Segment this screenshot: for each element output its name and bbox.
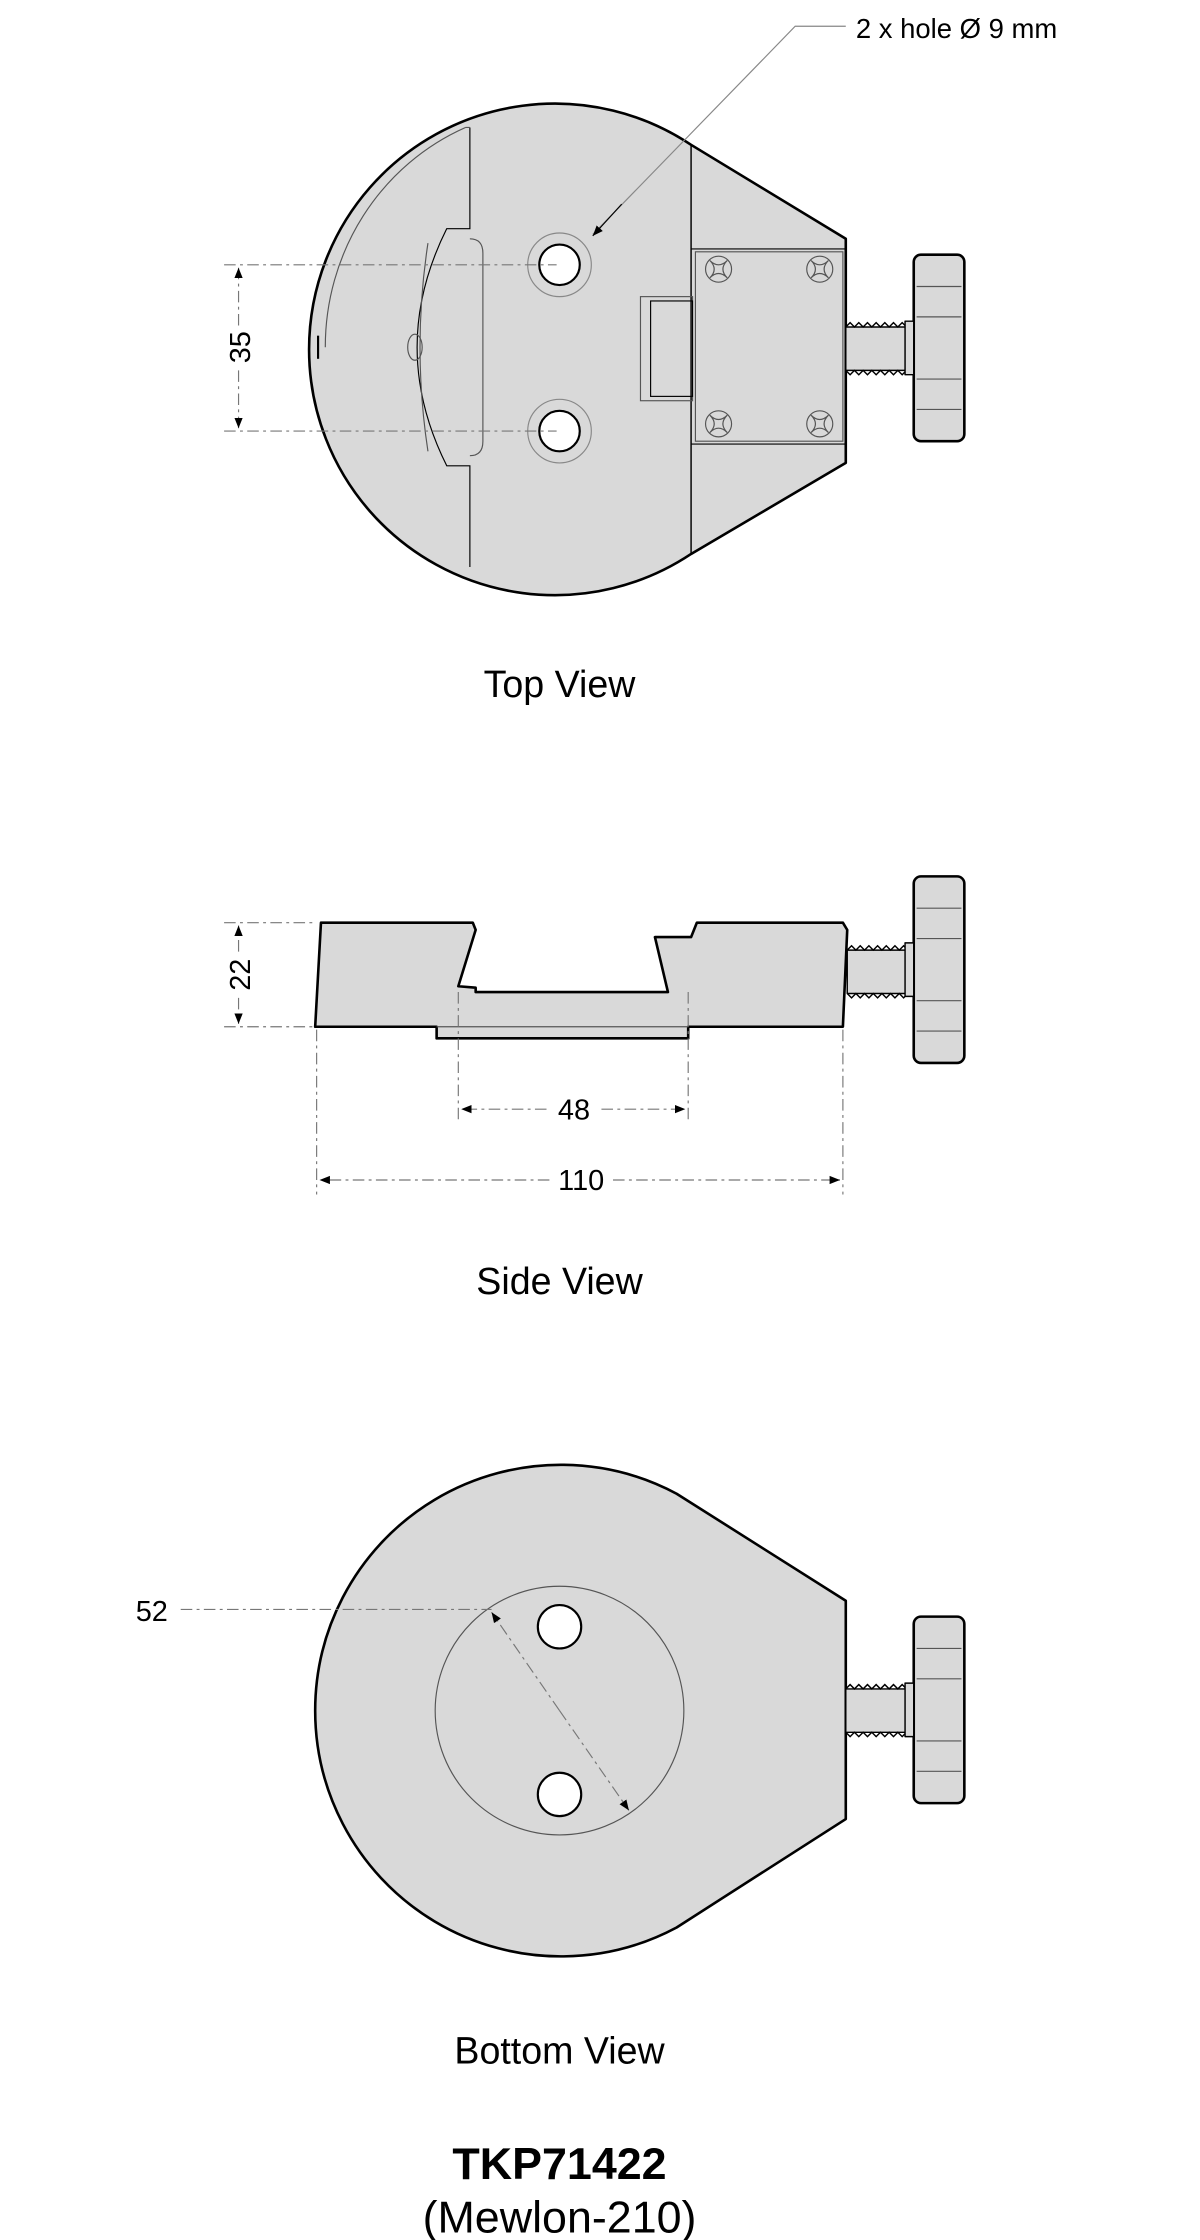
thread-bolt (846, 945, 909, 999)
model-subtitle: (Mewlon-210) (423, 2193, 697, 2240)
mounting-hole (538, 243, 581, 287)
knob-icon (903, 1615, 966, 1805)
thread-bolt (845, 321, 908, 376)
bottom-body (313, 1463, 848, 1958)
mount-circle (434, 1585, 685, 1836)
dim-35: 35 (225, 331, 257, 363)
dim-22: 22 (225, 959, 257, 991)
dim-52: 52 (136, 1596, 168, 1628)
mounting-hole (536, 1771, 583, 1818)
top-view-label: Top View (484, 663, 637, 705)
model-number: TKP71422 (452, 2139, 666, 2189)
clamp-plate (694, 251, 844, 442)
knob-icon (903, 875, 966, 1065)
bottom-view: 52 Bottom View (136, 1463, 966, 2071)
side-view: 22 48 110 Side View (224, 875, 966, 1302)
bottom-view-label: Bottom View (454, 2029, 665, 2071)
mounting-hole (538, 409, 581, 453)
hole-callout: 2 x hole Ø 9 mm (856, 13, 1057, 44)
top-view: 35 2 x hole Ø 9 mm Top View (224, 13, 1057, 705)
knob-icon (903, 253, 966, 443)
dim-48: 48 (558, 1094, 590, 1126)
side-body (313, 921, 849, 1040)
side-view-label: Side View (476, 1260, 643, 1302)
thread-bolt (845, 1683, 908, 1738)
screw-icon (704, 255, 834, 438)
mounting-hole (536, 1603, 583, 1650)
dim-110: 110 (558, 1165, 604, 1197)
top-body (307, 102, 848, 597)
